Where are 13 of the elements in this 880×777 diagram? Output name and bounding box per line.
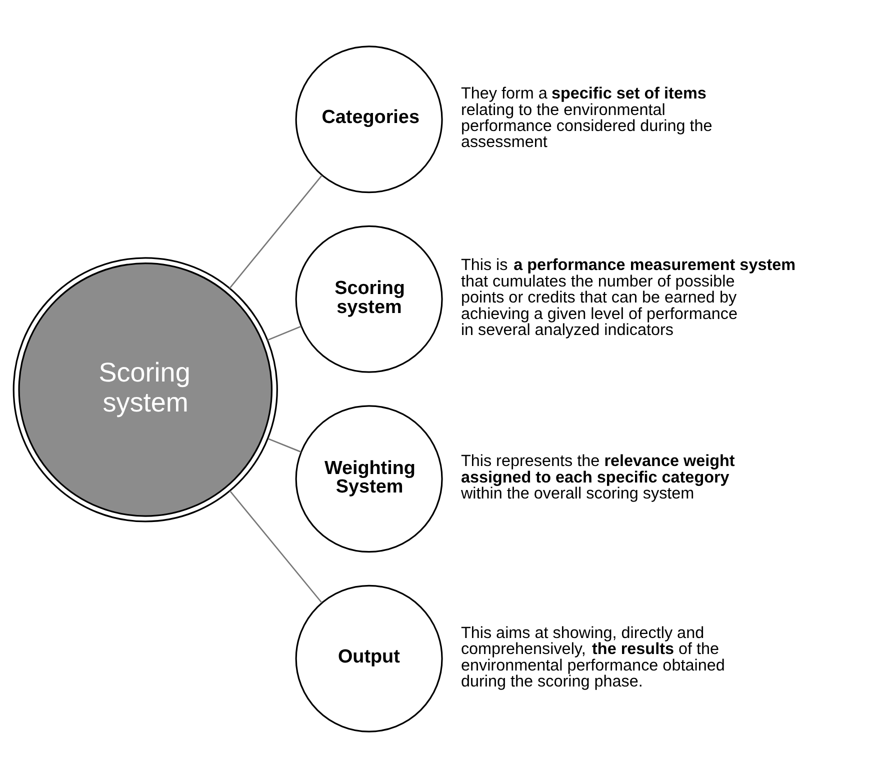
node-circle: Scoring system	[295, 224, 443, 372]
node-label: This is a performance measurement system that cumulates the number of possible points or credits that can be earned by achieving a given level of performance in several analyzed indicators	[460, 256, 796, 339]
connector	[267, 325, 302, 340]
node-circle: Output	[295, 584, 443, 732]
node-label: This aims at showing, directly and comprehensively, the results of the environmental performance obtained during the scoring phase.	[460, 623, 725, 690]
node-circle: Weighting System	[295, 404, 443, 552]
connector	[268, 438, 302, 452]
connector	[229, 490, 322, 603]
node-label: They form a specific set of items relating to the environmental performance considered during the assessment	[460, 84, 712, 151]
node-label: This represents the relevance weight assigned to each specific category within the overall scoring system	[460, 452, 735, 502]
connector	[229, 174, 322, 288]
node-circle: Scoring system	[12, 256, 278, 522]
node-circle: Categories	[295, 45, 443, 193]
